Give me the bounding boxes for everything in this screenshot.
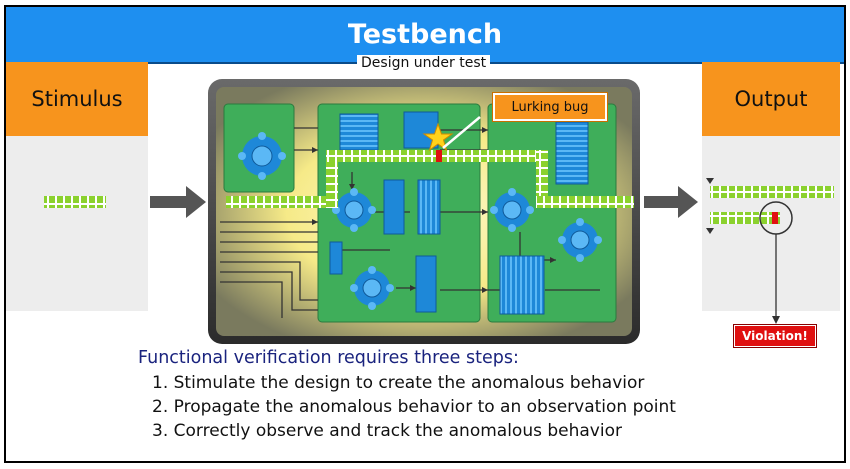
bus-rise (326, 150, 338, 208)
bug-pointer (442, 116, 481, 149)
unit-right-bottom (558, 218, 602, 262)
stimulus-bus (44, 196, 106, 208)
bus-descend (536, 150, 548, 206)
testbench-title: Testbench (6, 7, 844, 64)
stimulus-header: Stimulus (6, 62, 148, 136)
block-bottom-right (499, 255, 545, 315)
block-top-center (339, 113, 379, 151)
output-bus-observed (710, 212, 780, 224)
output-header: Output (702, 62, 840, 136)
step-2: 2. Propagate the anomalous behavior to a… (152, 397, 676, 417)
block-bottom-center (415, 255, 437, 313)
wire-arrows (312, 127, 556, 293)
bug-error-cell (436, 150, 442, 162)
output-marker-bottom (706, 228, 714, 234)
step-1: 1. Stimulate the design to create the an… (152, 373, 645, 393)
block-small (329, 241, 343, 275)
steps-title: Functional verification requires three s… (138, 348, 519, 368)
output-error-cell (772, 212, 778, 224)
unit-center-top (332, 188, 376, 232)
output-arrow (644, 186, 698, 218)
violation-badge: Violation! (733, 324, 817, 348)
dut-label: Design under test (357, 55, 491, 71)
observation-pointer-head (772, 316, 780, 324)
output-marker-top (706, 178, 714, 184)
bug-star-icon (422, 122, 454, 152)
block-top-right (555, 121, 589, 185)
unit-center-bottom (350, 266, 394, 310)
block-mid-b (417, 179, 441, 235)
unit-right-top (490, 188, 534, 232)
output-bus-expected (710, 186, 834, 198)
bug-label: Lurking bug (492, 92, 608, 122)
stimulus-panel (6, 136, 148, 311)
bus-output (536, 196, 634, 208)
step-3: 3. Correctly observe and track the anoma… (152, 421, 622, 441)
steps-block: Functional verification requires three s… (138, 348, 676, 443)
input-arrow (150, 186, 206, 218)
block-mid-a (383, 179, 405, 235)
unit-left (238, 132, 286, 180)
bus-input (226, 196, 336, 208)
